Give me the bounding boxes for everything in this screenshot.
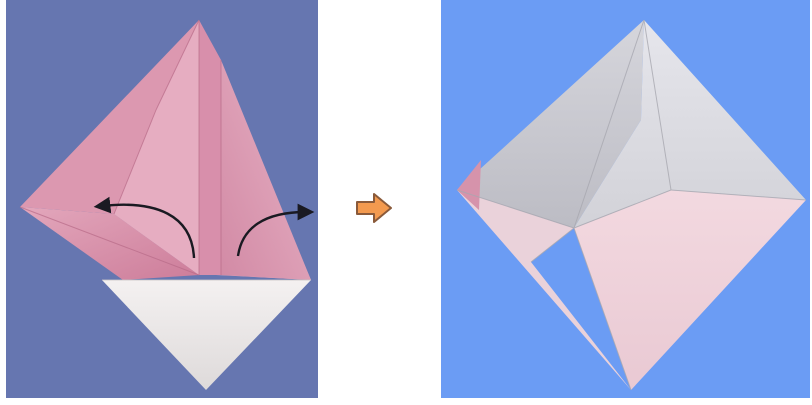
result-step-photo (441, 0, 810, 398)
right-arrow-icon (354, 190, 394, 226)
folding-step-photo (6, 0, 318, 398)
